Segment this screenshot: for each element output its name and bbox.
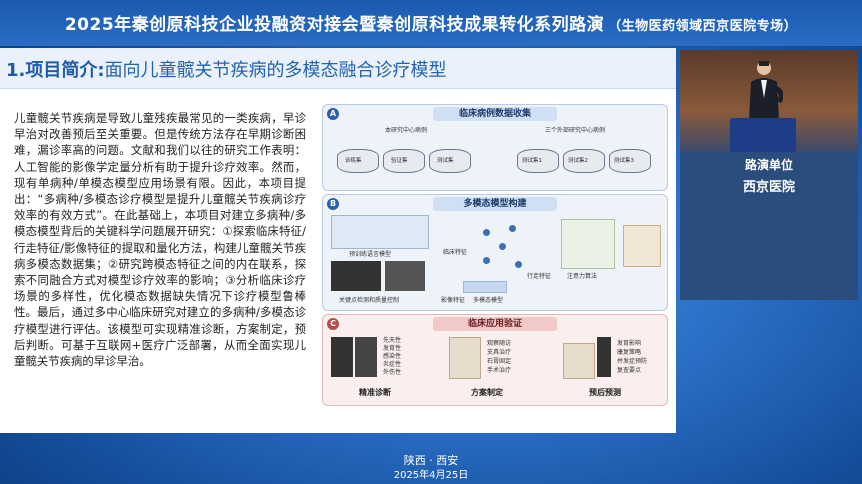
section-a-letter: A — [327, 108, 339, 120]
external-cases-label: 三个外部研究中心病例 — [545, 127, 606, 134]
treatment-item: 手术治疗 — [487, 367, 512, 374]
keypoint-label: 关键点检测和质量控制 — [339, 297, 400, 304]
network-node-icon — [483, 257, 490, 264]
xray-image — [385, 261, 425, 291]
prognosis-item: 并发症预防 — [617, 358, 648, 365]
val-set-label: 验证集 — [391, 158, 408, 164]
slide-title-number: 1.项目简介: — [6, 60, 105, 81]
database-icon — [383, 149, 425, 173]
event-subtitle: （生物医药领域西京医院专场） — [608, 19, 798, 34]
workflow-diagram: A 临床病例数据收集 本研究中心病例 三个外部研究中心病例 训练集 验证集 测试… — [322, 104, 668, 406]
local-cases-label: 本研究中心病例 — [385, 127, 428, 134]
language-model-label: 预训练语言模型 — [349, 251, 392, 258]
event-date: 2025年4月25日 — [393, 470, 469, 481]
prognosis-item: 复查要点 — [617, 367, 642, 374]
section-b-heading: 多模态模型构建 — [433, 197, 557, 211]
slide-title: 1.项目简介:面向儿童髋关节疾病的多模态融合诊疗模型 — [6, 56, 447, 82]
section-clinical-validation: C 临床应用验证 先天性 发育性 感染性 炎症性 外伤性 观察随访 支具治疗 石… — [322, 314, 668, 406]
section-c-heading: 临床应用验证 — [433, 317, 557, 331]
treatment-item: 支具治疗 — [487, 349, 512, 356]
slide-title-text: 面向儿童髋关节疾病的多模态融合诊疗模型 — [104, 60, 447, 81]
database-icon — [609, 149, 651, 173]
database-icon — [563, 149, 605, 173]
treatment-item: 石膏固定 — [487, 358, 512, 365]
clinical-feature-label: 临床特征 — [443, 249, 468, 256]
diagnosis-item: 发育性 — [383, 345, 402, 352]
gait-image — [623, 225, 661, 267]
speaker-figure — [749, 61, 783, 120]
prognosis-list: 发育影响 康复策略 并发症预防 复查要点 — [617, 339, 647, 375]
diagnosis-item: 外伤性 — [383, 369, 402, 376]
podium — [730, 118, 796, 152]
language-model-figure — [331, 215, 429, 249]
network-node-icon — [499, 243, 506, 250]
treatment-image — [449, 337, 481, 379]
section-a-heading: 临床病例数据收集 — [433, 107, 557, 121]
treatment-list: 观察随访 支具治疗 石膏固定 手术治疗 — [487, 339, 511, 375]
prognosis-item: 发育影响 — [617, 340, 642, 347]
diagnosis-item: 先天性 — [383, 337, 402, 344]
section-c-letter: C — [327, 318, 339, 330]
diagnosis-item: 炎症性 — [383, 361, 402, 368]
diagnosis-list: 先天性 发育性 感染性 炎症性 外伤性 — [383, 337, 401, 377]
gait-feature-label: 行走特征 — [527, 273, 552, 280]
test-set-2-label: 测试集2 — [568, 158, 588, 164]
xray-image — [331, 261, 381, 291]
event-title-text: 2025年秦创原科技企业投融资对接会暨秦创原科技成果转化系列路演 — [64, 15, 605, 35]
treatment-item: 观察随访 — [487, 340, 512, 347]
slide-header: 1.项目简介:面向儿童髋关节疾病的多模态融合诊疗模型 — [0, 48, 676, 89]
presenter-org-name: 西京医院 — [742, 180, 795, 195]
test-set-label: 测试集 — [437, 158, 454, 164]
xray-image — [331, 337, 353, 377]
diagnosis-item: 感染性 — [383, 353, 402, 360]
event-location: 陕西 · 西安 — [403, 454, 459, 467]
project-intro-text: 儿童髋关节疾病是导致儿童残疾最常见的一类疾病，早诊早治对改善预后至关重要。但是传… — [14, 111, 306, 369]
caption-diagnosis: 精准诊断 — [359, 388, 391, 397]
database-icon — [337, 149, 379, 173]
caption-prognosis: 预后预测 — [589, 388, 621, 397]
multimodal-model-box — [463, 281, 507, 293]
presenter-org-label: 路演单位 — [744, 158, 793, 172]
attention-figure — [561, 219, 615, 269]
database-icon — [429, 149, 471, 173]
event-banner: 2025年秦创原科技企业投融资对接会暨秦创原科技成果转化系列路演（生物医药领域西… — [0, 0, 862, 46]
network-node-icon — [515, 261, 522, 268]
event-title: 2025年秦创原科技企业投融资对接会暨秦创原科技成果转化系列路演（生物医药领域西… — [0, 10, 862, 35]
prognosis-image — [563, 343, 595, 379]
caption-treatment: 方案制定 — [471, 388, 503, 397]
train-set-label: 训练集 — [345, 158, 362, 164]
xray-image — [355, 337, 377, 377]
test-set-3-label: 测试集3 — [614, 158, 634, 164]
attention-label: 注意力算法 — [567, 273, 598, 280]
section-model-construction: B 多模态模型构建 预训练语言模型 临床特征 关键点检测和质量控制 影像特征 行… — [322, 194, 668, 311]
multimodal-model-label: 多模态模型 — [473, 297, 504, 304]
test-set-1-label: 测试集1 — [522, 158, 542, 164]
network-node-icon — [509, 225, 516, 232]
image-feature-label: 影像特征 — [441, 297, 466, 304]
database-icon — [517, 149, 559, 173]
network-node-icon — [483, 229, 490, 236]
xray-image — [597, 337, 611, 377]
section-b-letter: B — [327, 198, 339, 210]
presentation-slide: 1.项目简介:面向儿童髋关节疾病的多模态融合诊疗模型 儿童髋关节疾病是导致儿童残… — [0, 48, 676, 433]
prognosis-item: 康复策略 — [617, 349, 642, 356]
section-data-collection: A 临床病例数据收集 本研究中心病例 三个外部研究中心病例 训练集 验证集 测试… — [322, 104, 668, 191]
